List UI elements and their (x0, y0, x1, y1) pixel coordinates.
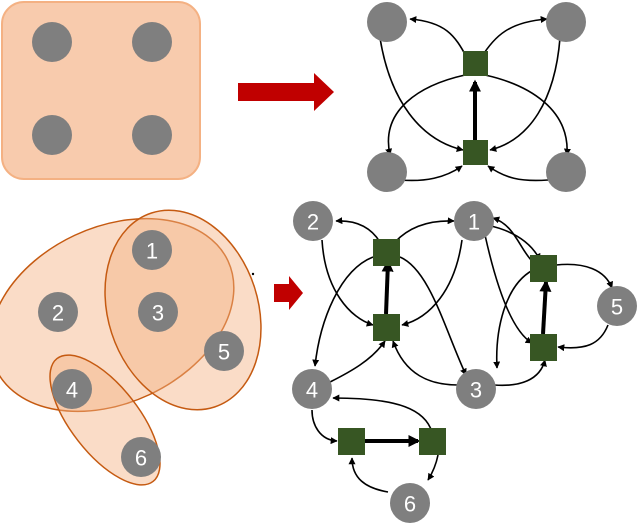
left-node-1: 1 (132, 230, 172, 270)
edge (391, 340, 459, 386)
svg-text:5: 5 (611, 295, 623, 320)
bold-edge (539, 279, 552, 335)
hub-node (530, 255, 557, 282)
edge (484, 74, 571, 156)
node (367, 2, 407, 42)
svg-text:6: 6 (135, 446, 147, 471)
hub-node (463, 140, 488, 165)
top-left-hyperedge-group (1, 1, 201, 180)
bold-edge (381, 259, 394, 315)
edge (394, 217, 455, 243)
svg-text:3: 3 (152, 301, 164, 326)
right-node-2: 2 (293, 201, 333, 241)
edge (484, 234, 533, 344)
svg-text:3: 3 (470, 378, 482, 403)
node (367, 152, 407, 192)
bottom-right-graph: 2 1 5 4 3 6 (292, 201, 637, 523)
top-left-node (32, 115, 72, 155)
edge (493, 269, 534, 369)
svg-text:6: 6 (404, 492, 416, 517)
edge (399, 256, 467, 376)
svg-text:1: 1 (146, 239, 158, 264)
edge (489, 37, 561, 152)
edge (332, 394, 433, 433)
edge (348, 457, 389, 493)
edge (399, 165, 463, 182)
left-node-6: 6 (121, 437, 161, 477)
edge (555, 263, 613, 289)
left-node-5: 5 (204, 331, 244, 371)
node (546, 152, 586, 192)
edge (335, 217, 381, 243)
edge (329, 340, 386, 383)
top-left-hyperedge (1, 1, 201, 180)
bottom-left-hypergraph: 1 2 3 4 5 6 (0, 209, 262, 486)
left-node-4: 4 (52, 369, 92, 409)
svg-text:2: 2 (307, 210, 319, 235)
edge (385, 74, 466, 156)
svg-text:2: 2 (52, 301, 64, 326)
transform-arrow-bottom (274, 276, 303, 310)
right-node-4: 4 (292, 369, 332, 409)
hub-node (373, 314, 400, 341)
edge (379, 37, 464, 152)
edge (486, 224, 541, 261)
left-node-dot (251, 272, 255, 276)
edge (480, 16, 548, 59)
svg-text:4: 4 (306, 378, 318, 403)
hub-node (338, 428, 365, 455)
edge (409, 16, 468, 59)
right-node-5: 5 (597, 286, 637, 326)
hub-node (373, 239, 400, 266)
edge (427, 454, 439, 481)
top-left-node (32, 22, 72, 62)
top-left-node (132, 22, 172, 62)
edge (312, 256, 374, 367)
edge (401, 239, 463, 327)
left-node-3: 3 (138, 292, 178, 332)
hyperedge-123 (0, 217, 235, 413)
right-node-1: 1 (454, 201, 494, 241)
svg-text:4: 4 (66, 378, 78, 403)
edge (493, 359, 547, 387)
edge (311, 409, 338, 445)
edge (321, 239, 374, 327)
hub-node (463, 51, 488, 76)
hub-node (419, 428, 446, 455)
node (546, 2, 586, 42)
top-right-graph (367, 2, 586, 192)
hub-node (530, 334, 557, 361)
transform-arrow-top (238, 73, 334, 111)
svg-text:5: 5 (218, 340, 230, 365)
right-node-3: 3 (456, 369, 496, 409)
right-node-6: 6 (390, 483, 430, 523)
left-node-2: 2 (38, 292, 78, 332)
svg-text:1: 1 (468, 210, 480, 235)
edge (557, 324, 609, 352)
top-left-node (132, 115, 172, 155)
edge (487, 165, 549, 182)
edge (492, 216, 534, 263)
